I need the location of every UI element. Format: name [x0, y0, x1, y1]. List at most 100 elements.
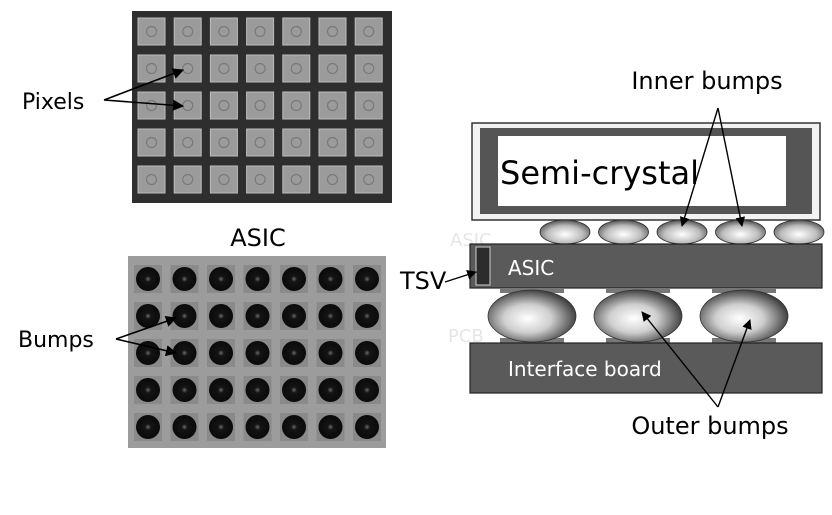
outer-bump	[699, 289, 789, 343]
pixel-pad-center	[290, 99, 302, 112]
pixel-pad-center	[254, 99, 266, 112]
pixel-pad	[246, 91, 275, 120]
pixel-pad-center	[145, 25, 158, 38]
bump-ball	[136, 267, 160, 291]
pixel-pad-center	[145, 136, 158, 149]
pixel-pad	[209, 165, 238, 194]
pixel-pad-center	[218, 25, 230, 38]
bump-ball	[136, 341, 160, 365]
pixel-pad-center	[182, 173, 194, 186]
pixel-pad-center	[290, 136, 302, 149]
pixel-pad-center	[254, 25, 266, 38]
pixel-pad	[354, 54, 383, 83]
inner-bumps-arrow-2	[717, 107, 746, 227]
pixel-pad-center	[363, 136, 375, 149]
pixel-pad-center	[326, 99, 339, 112]
pixel-photo	[132, 11, 392, 203]
pixel-pad-center	[290, 62, 302, 75]
pixels-arrow-1	[103, 68, 185, 101]
outer-bumps-arrow-2	[717, 319, 752, 408]
pixel-pad	[282, 165, 311, 194]
pixel-pad-center	[182, 136, 194, 149]
semi-crystal-label: Semi-crystal	[500, 154, 699, 192]
pixel-pad	[354, 165, 383, 194]
bump-ball	[355, 378, 379, 402]
pixel-pad	[246, 54, 275, 83]
pixel-pad	[282, 91, 311, 120]
pixel-pad	[137, 91, 166, 120]
asic-layer	[469, 243, 823, 289]
semi-crystal-label-box	[498, 136, 786, 206]
bump-ball	[209, 267, 233, 291]
pixel-pad-center	[326, 136, 339, 149]
bump-ball	[282, 341, 306, 365]
pixel-pad-center	[290, 25, 302, 38]
pixel-pad-center	[254, 173, 266, 186]
bump-ball	[172, 415, 197, 439]
bump-ball	[282, 304, 306, 328]
inner-bump	[773, 219, 825, 245]
bump-ball	[136, 378, 160, 402]
bumps-label: Bumps	[18, 328, 94, 353]
asic-layer-label: ASIC	[508, 256, 554, 280]
pixel-pad-center	[145, 173, 158, 186]
bumps-arrow-2	[115, 338, 178, 357]
pixel-pad	[173, 128, 202, 157]
pixel-pad-center	[363, 173, 375, 186]
pixel-pad	[209, 17, 238, 46]
bump-ball	[355, 415, 379, 439]
bump-ball	[172, 378, 197, 402]
pixel-pad	[282, 128, 311, 157]
pixel-pad-center	[182, 25, 194, 38]
pixel-pad	[209, 128, 238, 157]
bump-ball	[318, 267, 343, 291]
pixel-pad-center	[326, 173, 339, 186]
bump-ball	[282, 378, 306, 402]
pixel-pad	[209, 91, 238, 120]
interface-board	[469, 342, 823, 394]
bump-ball	[245, 415, 270, 439]
bump-ball	[136, 304, 160, 328]
pixel-pad-center	[218, 173, 230, 186]
pixel-pad-center	[326, 62, 339, 75]
outer-bumps-arrow-1	[641, 311, 719, 408]
pixel-pad	[318, 54, 347, 83]
bumps-arrow-1	[115, 316, 178, 340]
pixels-arrow-2	[103, 99, 185, 111]
pixel-pad	[246, 165, 275, 194]
pixel-pad-center	[254, 62, 266, 75]
bump-ball	[245, 378, 270, 402]
bump-ball	[136, 415, 160, 439]
bump-ball	[245, 304, 270, 328]
cross-section: Inner bumps Semi-crystal ASIC PCB ASIC T…	[399, 67, 825, 440]
pixel-pad	[354, 17, 383, 46]
bump-photo	[128, 256, 386, 448]
pixel-pad	[318, 17, 347, 46]
bump-ball	[209, 341, 233, 365]
pixel-pad	[354, 128, 383, 157]
pixel-pad-center	[363, 99, 375, 112]
pixel-pad-center	[254, 136, 266, 149]
inner-bump	[539, 219, 591, 245]
pixel-pad-center	[218, 62, 230, 75]
pixel-pad	[246, 128, 275, 157]
pixel-pad	[173, 54, 202, 83]
bump-ball	[355, 267, 379, 291]
bump-ball	[355, 304, 379, 328]
bump-ball	[282, 267, 306, 291]
tsv-via	[475, 246, 491, 286]
inner-bumps-arrow-1	[679, 107, 719, 227]
bump-ball	[355, 341, 379, 365]
inner-bumps-label: Inner bumps	[631, 67, 782, 95]
pixel-pad	[282, 17, 311, 46]
pixel-pad-center	[218, 99, 230, 112]
bump-ball	[318, 415, 343, 439]
bump-ball	[245, 267, 270, 291]
bump-ball	[318, 304, 343, 328]
outer-bump	[593, 289, 683, 343]
pixel-pad	[137, 165, 166, 194]
pixel-pad	[282, 54, 311, 83]
pixel-pad	[354, 91, 383, 120]
pixel-pad-center	[145, 99, 158, 112]
